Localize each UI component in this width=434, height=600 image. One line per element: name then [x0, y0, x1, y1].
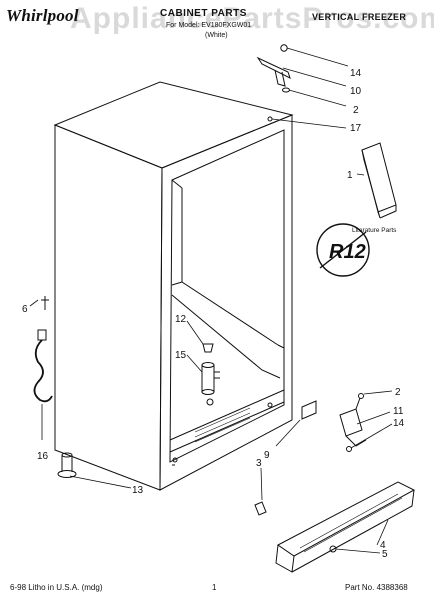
callout-6: 6 [22, 304, 28, 315]
footer-litho: 6-98 Litho in U.S.A. (mdg) [10, 583, 103, 592]
callout-12: 12 [175, 314, 187, 325]
footer-part-number: Part No. 4388368 [345, 583, 408, 592]
clip-3 [254, 501, 267, 516]
lower-hinge [339, 408, 363, 437]
leveling-leg [61, 455, 73, 472]
r12-badge-label: R12 [329, 241, 366, 263]
brand-logo: Whirlpool [6, 6, 79, 25]
drain-tube [201, 365, 215, 392]
power-cord [33, 339, 53, 403]
callout-14-lower: 14 [393, 418, 405, 429]
callout-15: 15 [175, 350, 187, 361]
liner-back [181, 188, 279, 346]
cabinet-right-rim [159, 114, 293, 491]
screw-6 [41, 296, 49, 310]
cabinet-top-face [53, 81, 294, 169]
diagram-title: CABINET PARTS [160, 8, 247, 19]
toe-panel [169, 389, 285, 441]
callout-13: 13 [132, 485, 144, 496]
footer-page-number: 1 [212, 583, 217, 592]
cabinet-opening [169, 129, 285, 463]
callout-2-lower: 2 [395, 387, 401, 398]
literature-label: Literature Parts [352, 227, 397, 234]
watermark: AppliancePartsPros.com [70, 2, 434, 35]
callout-17: 17 [350, 123, 362, 134]
callout-16: 16 [37, 451, 49, 462]
r12-badge-circle [316, 223, 370, 277]
callout-10: 10 [350, 86, 362, 97]
cabinet-left-side [54, 124, 163, 491]
callout-14-top: 14 [350, 68, 362, 79]
callout-5: 5 [382, 549, 388, 560]
drain-plug [202, 343, 214, 353]
callout-11: 11 [393, 406, 404, 417]
top-hinge [256, 56, 291, 79]
callout-3: 3 [256, 458, 262, 469]
grille [277, 481, 416, 557]
literature-book [361, 142, 397, 213]
bracket-9 [301, 400, 317, 420]
callout-9: 9 [264, 450, 270, 461]
callout-1: 1 [347, 170, 353, 181]
diagram-subtitle: VERTICAL FREEZER [312, 12, 407, 22]
model-number: For Model: EV180FXGW01 [166, 22, 252, 29]
callout-4: 4 [380, 540, 386, 551]
callout-2-top: 2 [353, 105, 359, 116]
model-color: (White) [205, 32, 228, 39]
